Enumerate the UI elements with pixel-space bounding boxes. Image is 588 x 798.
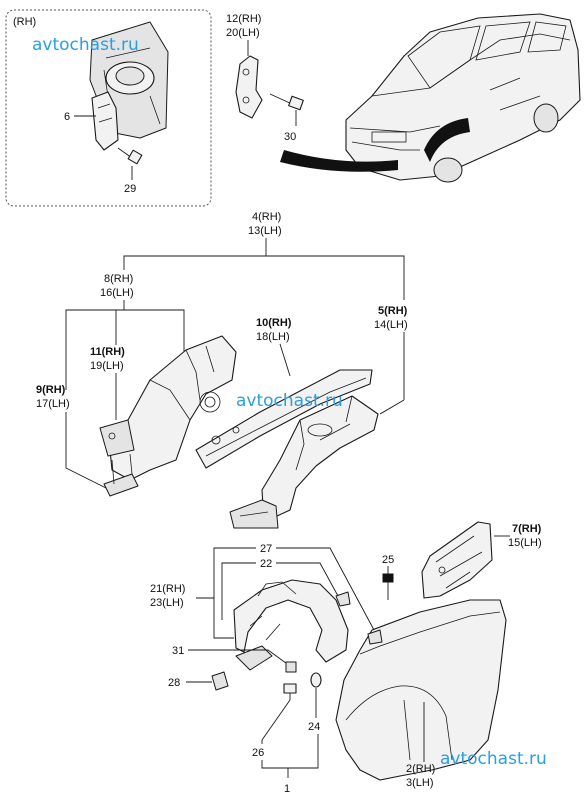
bolt-30: 30 xyxy=(269,93,304,143)
side-member-assembly xyxy=(99,335,379,529)
leader-9-17: 9(RH) 17(LH) xyxy=(36,384,107,489)
callout-3: 3(LH) xyxy=(406,777,434,789)
splash-shield: 7(RH) 15(LH) xyxy=(421,521,542,599)
leader-11-19: 11(RH) 19(LH) xyxy=(90,310,125,420)
callout-5: 5(RH) xyxy=(378,305,408,317)
callout-27: 27 xyxy=(260,543,272,555)
wheel-arch-liner xyxy=(233,579,383,671)
washer-24: 24 xyxy=(308,672,322,733)
callout-13: 13(LH) xyxy=(248,225,282,237)
inset-frame xyxy=(5,9,212,207)
screw-26: 26 xyxy=(252,683,297,759)
leader-tree-4-13: 4(RH) 13(LH) xyxy=(123,211,405,300)
watermark-top: avtochast.ru xyxy=(32,35,139,55)
callout-1: 1 xyxy=(284,783,290,795)
bolt-25: 25 xyxy=(382,554,394,600)
pointer-arrow xyxy=(280,150,398,172)
inset-bolt xyxy=(117,147,143,165)
callout-24: 24 xyxy=(308,721,320,733)
callout-6: 6 xyxy=(64,111,70,123)
callout-30: 30 xyxy=(284,131,296,143)
callout-19: 19(LH) xyxy=(90,360,124,372)
callout-29: 29 xyxy=(124,183,136,195)
car-illustration xyxy=(345,13,581,183)
callout-4: 4(RH) xyxy=(252,211,281,223)
watermark-middle: avtochast.ru xyxy=(236,391,343,411)
callout-16: 16(LH) xyxy=(100,287,134,299)
bracket-12-20: 12(RH) 20(LH) xyxy=(226,13,263,119)
callout-12: 12(RH) xyxy=(226,13,261,25)
leader-5-14: 5(RH) 14(LH) xyxy=(374,305,408,415)
leader-tree-27-22: 27 22 21(RH) 23(LH) xyxy=(150,543,375,639)
callout-15: 15(LH) xyxy=(508,537,542,549)
callout-11: 11(RH) xyxy=(90,346,125,358)
callout-9: 9(RH) xyxy=(36,384,66,396)
callout-28: 28 xyxy=(168,677,180,689)
leader-2-3: 2(RH) 3(LH) xyxy=(406,702,435,789)
callout-17: 17(LH) xyxy=(36,398,70,410)
callout-23: 23(LH) xyxy=(150,597,184,609)
inset-label: (RH) xyxy=(13,16,36,28)
callout-20: 20(LH) xyxy=(226,27,260,39)
leader-8-16: 8(RH) 16(LH) xyxy=(65,273,185,390)
leader-1: 1 xyxy=(261,734,319,795)
clip-28: 28 xyxy=(168,671,229,691)
callout-2: 2(RH) xyxy=(406,763,435,775)
callout-21: 21(RH) xyxy=(150,583,185,595)
front-fender xyxy=(335,599,507,781)
callout-8: 8(RH) xyxy=(104,273,133,285)
callout-22: 22 xyxy=(260,558,272,570)
callout-7: 7(RH) xyxy=(512,523,542,535)
watermark-bottom: avtochast.ru xyxy=(440,749,547,769)
callout-25: 25 xyxy=(382,554,394,566)
leader-10-18: 10(RH) 18(LH) xyxy=(256,317,292,377)
callout-18: 18(LH) xyxy=(256,331,290,343)
inset-bracket xyxy=(91,91,119,151)
callout-14: 14(LH) xyxy=(374,319,408,331)
clip-31: 31 xyxy=(172,645,297,673)
callout-10: 10(RH) xyxy=(256,317,292,329)
callout-26: 26 xyxy=(252,747,264,759)
callout-31: 31 xyxy=(172,645,184,657)
inset-detail: (RH) 6 29 xyxy=(5,9,212,207)
